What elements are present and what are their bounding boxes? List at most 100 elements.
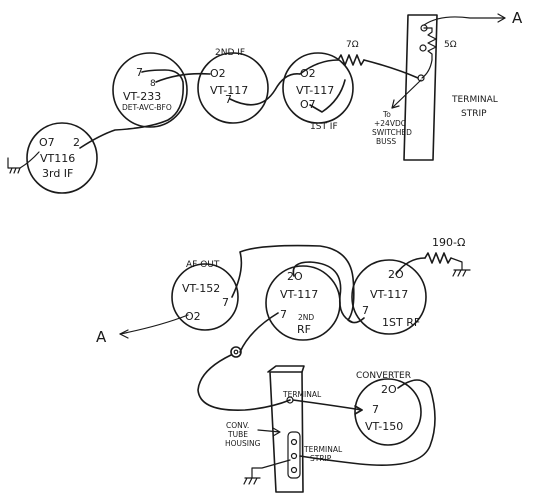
tube-3rd-if-pin7: O7	[39, 136, 55, 149]
terminal-strip-top-body	[403, 14, 438, 161]
resistor-190ohm	[424, 252, 452, 264]
tube-2nd-if-circle	[197, 52, 269, 124]
wire-to-7ohm	[299, 59, 339, 75]
bus-note-2: +24VDC	[374, 119, 406, 128]
conv-tube-housing-top	[267, 365, 305, 373]
tube-1st-if-caption: 1ST IF	[310, 122, 338, 132]
output-arrow-top	[497, 13, 506, 23]
terminal-strip-top: A 5Ω	[391, 9, 523, 161]
tube-3rd-if-circle	[26, 122, 98, 194]
strip-lug-2	[290, 452, 298, 460]
ground-symbol-strip	[243, 459, 291, 485]
coax-connector	[230, 346, 242, 358]
conv-tube-housing: TERMINAL	[267, 365, 322, 493]
bus-note-4: BUSS	[376, 137, 396, 146]
wire-to-bus	[391, 79, 422, 109]
vt233-pin7: 7	[136, 66, 143, 79]
converter-pin7: 7	[372, 403, 379, 416]
strip-lug-1	[290, 438, 298, 446]
terminal-strip-bottom	[287, 431, 301, 479]
ground-symbol-190	[450, 257, 471, 277]
wire-2ndrf-to-1strf	[292, 261, 353, 323]
tube-2nd-if: 2ND IF O2 VT-117 7	[197, 48, 269, 124]
wire-vt233-to-2ndif	[155, 72, 211, 83]
wire-7ohm-to-strip	[363, 59, 419, 79]
tube-1st-if-label: VT-117	[296, 84, 334, 97]
tube-1st-if-circle	[282, 52, 354, 124]
vt233-pin8: 8	[150, 79, 156, 89]
vt233-note: DET-AVC-BFO	[122, 103, 172, 112]
wire-coax-to-terminal	[197, 354, 291, 411]
tube-2nd-if-label: VT-117	[210, 84, 248, 97]
terminal-lug-3	[417, 74, 425, 82]
bus-note-3: SWITCHED	[372, 128, 412, 137]
tube-2nd-rf-label: VT-117	[280, 288, 318, 301]
converter-caption: CONVERTER	[356, 371, 411, 381]
tube-2nd-rf: 2O VT-117 7 2ND RF	[265, 265, 341, 341]
resistor-7ohm	[337, 54, 365, 66]
resistor-5ohm	[423, 27, 437, 61]
resistor-5ohm-label: 5Ω	[444, 40, 457, 50]
bus-arrow	[391, 99, 400, 109]
coax-center	[233, 349, 239, 355]
tube-1st-rf: 2O VT-117 7 1ST RF	[351, 259, 427, 335]
conv-housing-label-3: HOUSING	[225, 439, 261, 448]
tube-2nd-rf-caption-b: RF	[297, 323, 311, 336]
output-arrow-bottom	[119, 329, 129, 339]
tube-1st-rf-caption: 1ST RF	[382, 316, 420, 329]
housing-pointer-arrow	[257, 427, 281, 437]
tube-1st-rf-label: VT-117	[370, 288, 408, 301]
output-a-top: A	[512, 9, 523, 27]
converter-label: VT-150	[365, 420, 403, 433]
vt233-circle	[112, 52, 188, 128]
converter-circle	[354, 378, 422, 446]
tube-1st-rf-circle	[351, 259, 427, 335]
terminal-strip-top-label-2: STRIP	[461, 109, 487, 119]
tube-1st-if-pin7: O7	[300, 98, 316, 111]
tube-1st-if: O2 VT-117 O7 1ST IF	[282, 52, 354, 132]
wire-3rdif-to-vt233	[79, 69, 185, 149]
wire-to-190ohm	[395, 257, 426, 275]
tube-3rd-if-label: VT116	[40, 152, 75, 165]
wire-terminal-to-converter	[292, 399, 363, 411]
terminal-strip-top-label-1: TERMINAL	[451, 95, 498, 105]
conv-housing-label-1: CONV.	[226, 421, 249, 430]
af-out-caption: AF OUT	[186, 260, 220, 270]
bottom-schematic: AF OUT VT-152 7 O2 2O VT-117 7 2ND RF 2O…	[96, 236, 471, 493]
ground-symbol-top	[7, 151, 40, 174]
wire-2ndif-to-1stif	[229, 73, 301, 106]
terminal-strip-bottom-label-1: TERMINAL	[303, 445, 343, 454]
af-out-circle	[171, 263, 239, 331]
tube-2nd-rf-caption-a: 2ND	[298, 313, 314, 322]
terminal-lug-2	[419, 44, 427, 52]
tube-2nd-rf-pin7: 7	[280, 308, 287, 321]
wire-5ohm-lug3	[421, 59, 433, 79]
tube-3rd-if-caption: 3rd IF	[42, 167, 73, 180]
tube-3rd-if: O7 2 VT116 3rd IF	[26, 122, 98, 194]
wire-converter-loop	[299, 379, 436, 466]
wire-2ndrf-pin7-to-coax	[239, 312, 279, 353]
bus-note-1: To	[382, 110, 391, 119]
vt233-socket: 7 8 VT-233 DET-AVC-BFO	[112, 52, 188, 128]
tube-af-out: AF OUT VT-152 7 O2	[171, 260, 239, 331]
wire-afout-to-a	[119, 314, 189, 335]
conv-housing-label-2: TUBE	[227, 430, 248, 439]
output-a-bottom: A	[96, 328, 107, 346]
tube-2nd-rf-pin2: 2O	[287, 270, 303, 283]
resistor-7ohm-label: 7Ω	[346, 40, 359, 50]
converter-pin2: 2O	[381, 383, 397, 396]
resistor-190ohm-label: 190-Ω	[432, 236, 465, 249]
terminal-label: TERMINAL	[282, 390, 322, 399]
wire-afout-loop	[231, 244, 365, 324]
tube-converter: CONVERTER 2O 7 VT-150	[354, 371, 422, 446]
wire-1stif-pin7	[309, 79, 346, 113]
top-schematic: 7 8 VT-233 DET-AVC-BFO 2ND IF O2 VT-117 …	[7, 9, 523, 194]
tube-2nd-if-pin2: O2	[210, 67, 226, 80]
wire-to-output-a-top	[423, 16, 506, 26]
vt233-label: VT-233	[123, 90, 161, 103]
tube-3rd-if-pin2: 2	[73, 136, 80, 149]
conv-tube-housing-body	[269, 371, 304, 493]
af-out-pin7: 7	[222, 296, 229, 309]
